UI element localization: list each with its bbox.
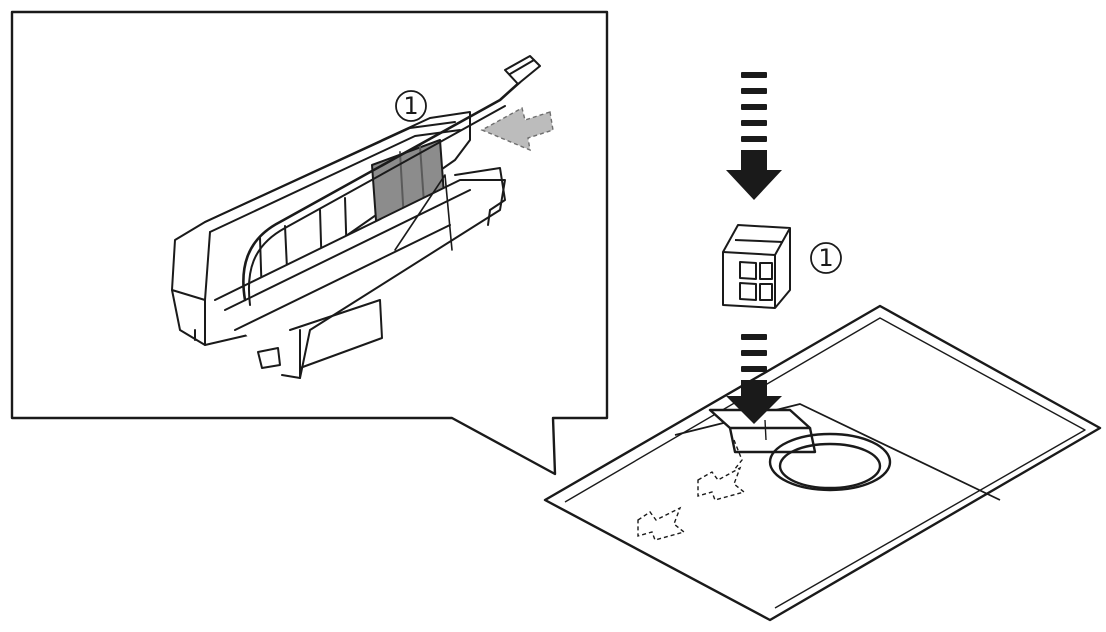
insert-arrow-icon <box>480 106 554 152</box>
callout-number-icon: 1 <box>810 242 842 274</box>
callout-number-icon: 1 <box>395 90 427 122</box>
insert-arrow-icon <box>637 439 746 541</box>
filter-cartridge-icon <box>722 224 791 309</box>
filter-holder-illustration <box>171 55 541 379</box>
base-plate-illustration <box>543 304 1102 622</box>
step-arrow-icon <box>726 334 782 424</box>
callout-label-detail: 1 <box>403 92 418 120</box>
step-arrow-icon <box>726 72 782 200</box>
callout-label-cartridge: 1 <box>818 244 833 272</box>
